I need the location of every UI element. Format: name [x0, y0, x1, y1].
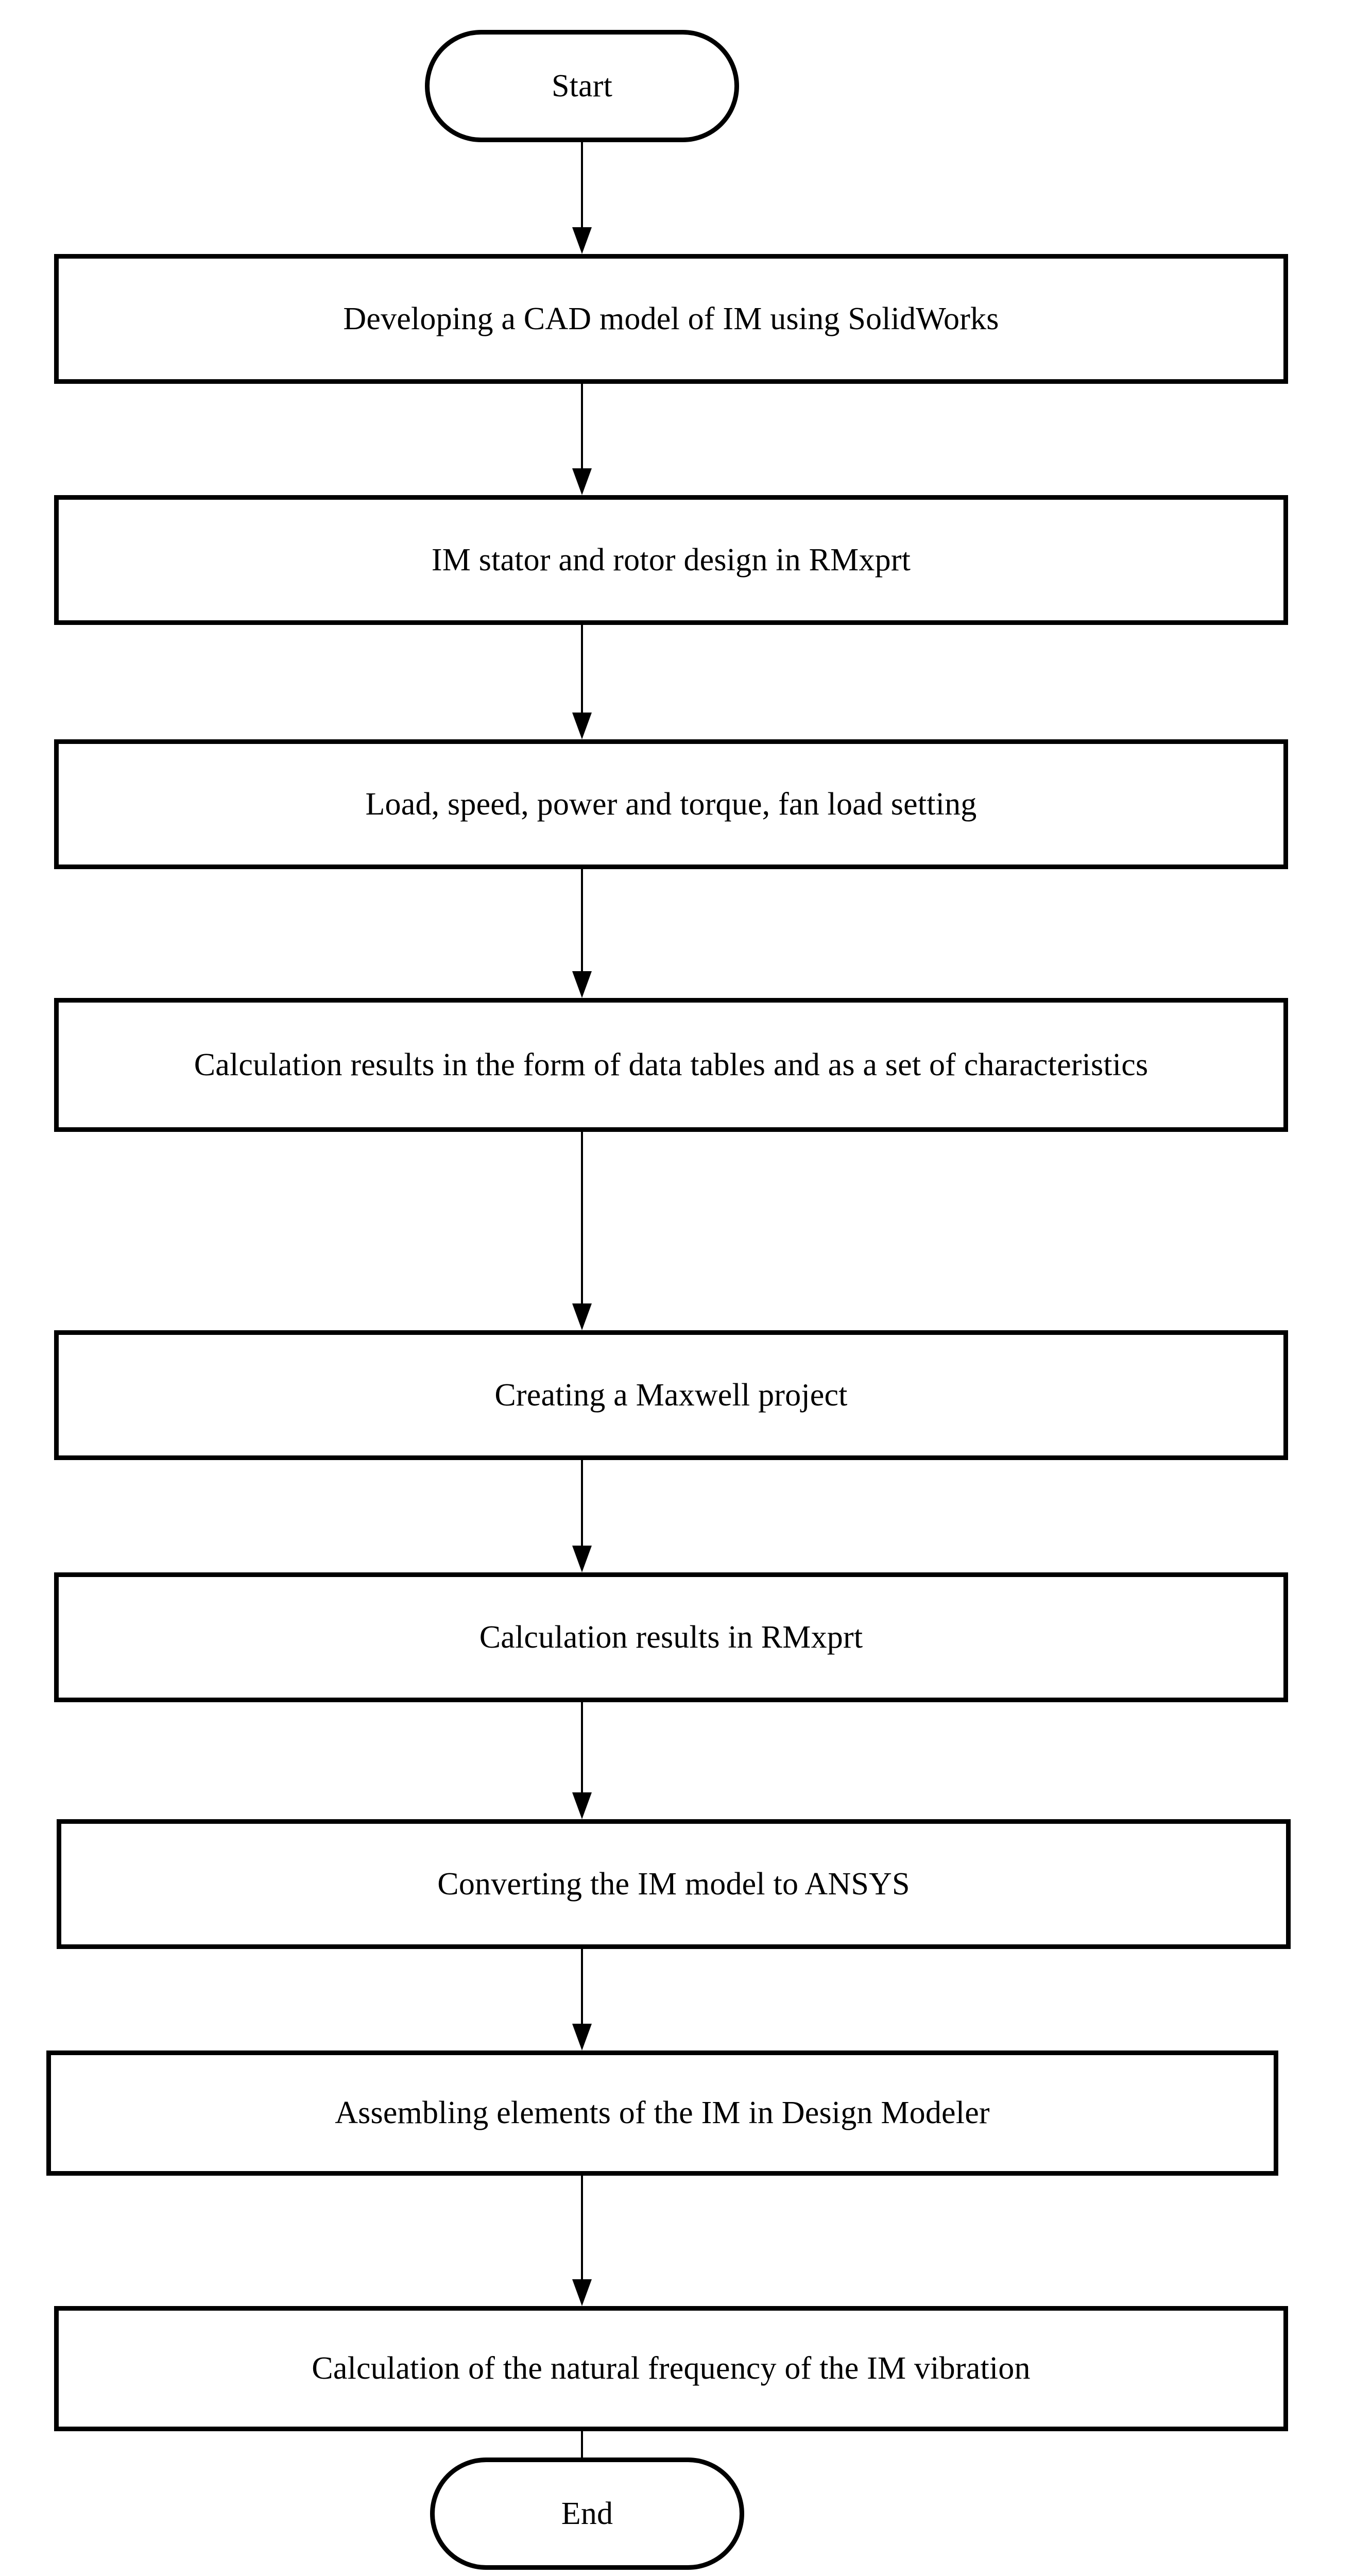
node-step3[interactable]: Load, speed, power and torque, fan load …	[54, 739, 1288, 869]
arrowhead-icon	[572, 468, 592, 495]
node-step7-label: Converting the IM model to ANSYS	[437, 1866, 910, 1902]
node-step8-label: Assembling elements of the IM in Design …	[335, 2095, 990, 2131]
edge-shaft	[581, 1949, 583, 2024]
node-step9[interactable]: Calculation of the natural frequency of …	[54, 2306, 1288, 2431]
edge-step4-to-step5	[572, 1132, 592, 1330]
node-step2[interactable]: IM stator and rotor design in RMxprt	[54, 495, 1288, 625]
node-step7[interactable]: Converting the IM model to ANSYS	[57, 1819, 1291, 1949]
arrowhead-icon	[572, 227, 592, 254]
arrowhead-icon	[572, 2024, 592, 2050]
node-step1-label: Developing a CAD model of IM using Solid…	[343, 301, 999, 336]
arrowhead-icon	[572, 1303, 592, 1330]
edge-shaft	[581, 2176, 583, 2279]
edge-shaft	[581, 1132, 583, 1303]
edge-start-to-step1	[572, 142, 592, 254]
node-step2-label: IM stator and rotor design in RMxprt	[431, 542, 911, 578]
edge-shaft	[581, 142, 583, 227]
edge-shaft	[581, 1702, 583, 1792]
node-step8[interactable]: Assembling elements of the IM in Design …	[46, 2050, 1278, 2176]
edge-shaft	[581, 384, 583, 468]
arrowhead-icon	[572, 971, 592, 998]
edge-step1-to-step2	[572, 384, 592, 495]
edge-step3-to-step4	[572, 869, 592, 998]
node-step6[interactable]: Calculation results in RMxprt	[54, 1572, 1288, 1702]
node-start-label: Start	[551, 68, 613, 104]
node-step4-label: Calculation results in the form of data …	[194, 1047, 1149, 1082]
node-step9-label: Calculation of the natural frequency of …	[312, 2351, 1031, 2386]
edge-step7-to-step8	[572, 1949, 592, 2050]
node-step1[interactable]: Developing a CAD model of IM using Solid…	[54, 254, 1288, 384]
node-end-label: End	[561, 2496, 613, 2531]
edge-shaft	[581, 1460, 583, 1546]
edge-step6-to-step7	[572, 1702, 592, 1819]
node-step6-label: Calculation results in RMxprt	[479, 1619, 863, 1655]
arrowhead-icon	[572, 2279, 592, 2306]
arrowhead-icon	[572, 713, 592, 739]
node-end[interactable]: End	[430, 2458, 744, 2570]
edge-step8-to-step9	[572, 2176, 592, 2306]
node-step5[interactable]: Creating a Maxwell project	[54, 1330, 1288, 1460]
node-step4[interactable]: Calculation results in the form of data …	[54, 998, 1288, 1132]
edge-shaft	[581, 625, 583, 713]
node-step5-label: Creating a Maxwell project	[494, 1377, 848, 1413]
node-step3-label: Load, speed, power and torque, fan load …	[365, 786, 977, 822]
node-start[interactable]: Start	[425, 30, 739, 142]
edge-shaft	[581, 869, 583, 971]
edge-step5-to-step6	[572, 1460, 592, 1572]
edge-step2-to-step3	[572, 625, 592, 739]
arrowhead-icon	[572, 1792, 592, 1819]
arrowhead-icon	[572, 1546, 592, 1572]
